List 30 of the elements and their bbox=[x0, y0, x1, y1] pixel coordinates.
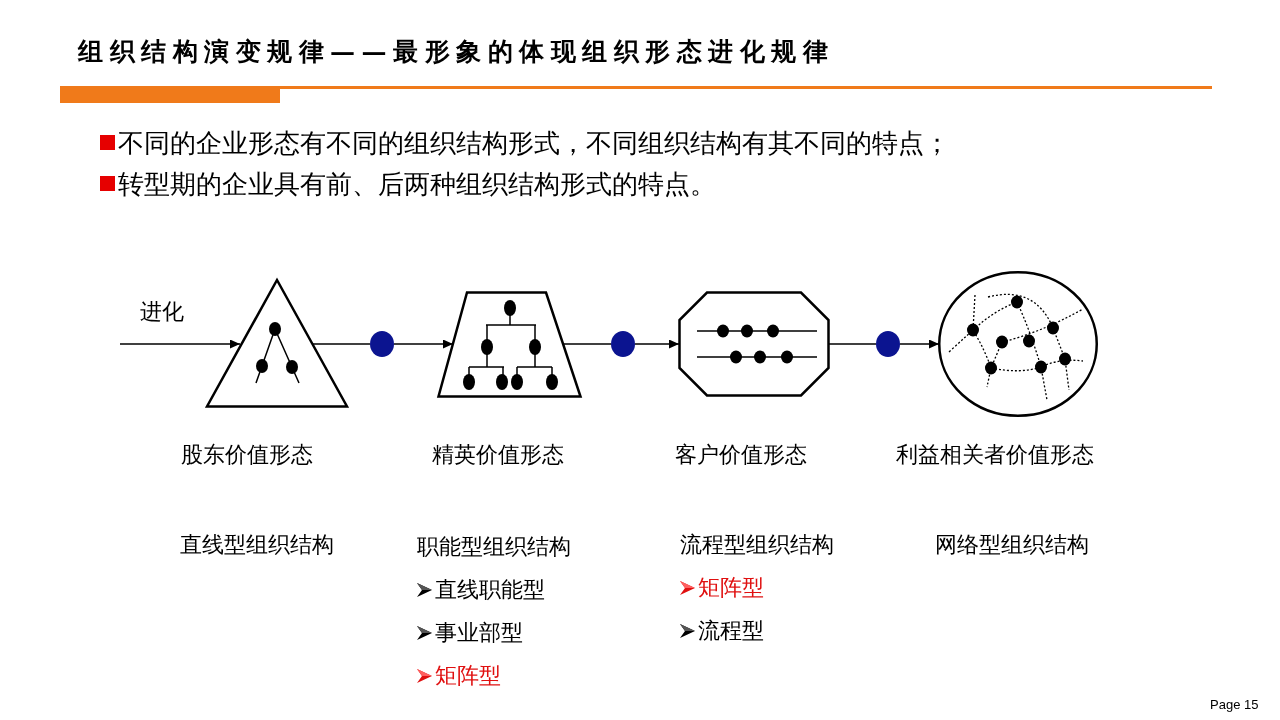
list-item-text: 事业部型 bbox=[435, 619, 523, 647]
triangle-shape bbox=[205, 277, 349, 408]
list-item-text: 流程型 bbox=[698, 617, 764, 645]
form-label: 精英价值形态 bbox=[432, 441, 564, 469]
trapezoid-shape bbox=[437, 291, 582, 398]
slide-title: 组织结构演变规律——最形象的体现组织形态进化规律 bbox=[78, 36, 834, 68]
junction-dot bbox=[370, 331, 394, 357]
arrow bbox=[393, 339, 454, 349]
structure-label: 流程型组织结构 bbox=[680, 531, 834, 559]
bullet-text: 不同的企业形态有不同的组织结构形式，不同组织结构有其不同的特点； bbox=[118, 127, 950, 160]
form-label: 股东价值形态 bbox=[181, 441, 313, 469]
page-number: Page 15 bbox=[1210, 697, 1259, 713]
arrow bbox=[899, 339, 940, 349]
arrow bbox=[634, 339, 680, 349]
structure-label: 职能型组织结构 bbox=[417, 533, 571, 561]
list-item-text: 矩阵型 bbox=[435, 662, 501, 690]
bullet-text: 转型期的企业具有前、后两种组织结构形式的特点。 bbox=[118, 168, 716, 201]
form-label: 客户价值形态 bbox=[675, 441, 807, 469]
junction-dot bbox=[876, 331, 900, 357]
arrow bbox=[119, 339, 241, 349]
junction-dot bbox=[611, 331, 635, 357]
structure-label: 直线型组织结构 bbox=[180, 531, 334, 559]
structure-label: 网络型组织结构 bbox=[935, 531, 1089, 559]
octagon-shape bbox=[678, 291, 830, 397]
connector-line bbox=[828, 343, 877, 345]
list-item-text: 直线职能型 bbox=[435, 576, 545, 604]
connector-line bbox=[563, 343, 612, 345]
circle-shape bbox=[938, 271, 1098, 417]
list-item-text: 矩阵型 bbox=[698, 574, 764, 602]
form-label: 利益相关者价值形态 bbox=[896, 441, 1094, 469]
